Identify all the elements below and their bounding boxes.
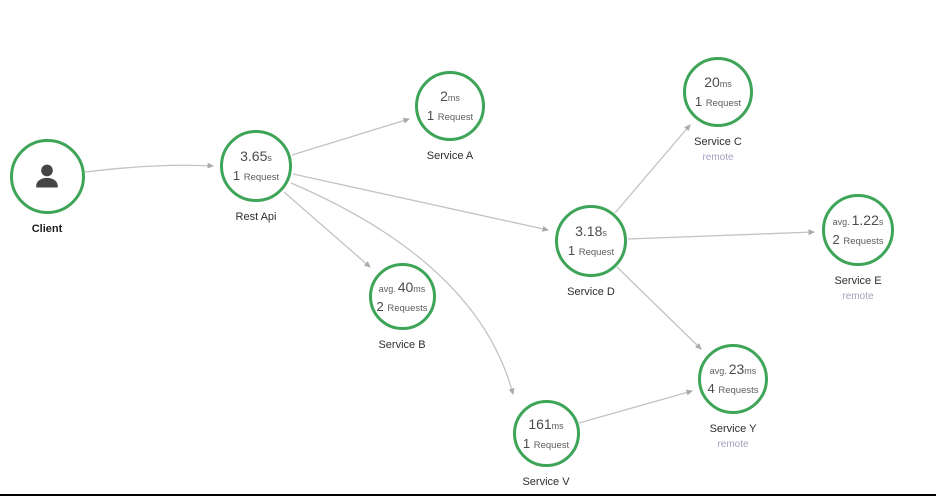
node-label: Service V: [522, 476, 570, 488]
node-requests: 1 Request: [522, 435, 570, 451]
node-circle[interactable]: 20ms 1 Request: [683, 57, 753, 127]
remote-badge: remote: [717, 439, 749, 450]
edge-service-v-service-y: [578, 389, 693, 424]
remote-badge: remote: [702, 152, 734, 163]
service-node-service-a[interactable]: 2ms 1 Request Service A: [390, 71, 510, 162]
edge-service-d-service-y: [616, 266, 702, 350]
node-duration: avg.1.22s: [832, 212, 884, 229]
edge-rest-api-service-a: [291, 117, 410, 156]
node-label: Service B: [378, 339, 426, 351]
node-circle[interactable]: 161ms 1 Request: [512, 400, 580, 467]
service-node-service-y[interactable]: avg.23ms 4 Requests Service Y remote: [673, 344, 793, 450]
edge-service-d-service-e: [627, 229, 815, 240]
node-duration: 2ms: [440, 88, 460, 105]
node-circle[interactable]: avg.1.22s 2 Requests: [822, 194, 894, 266]
node-label: Rest Api: [235, 211, 277, 223]
node-requests: 4 Requests: [707, 381, 759, 397]
node-circle[interactable]: 2ms 1 Request: [415, 71, 485, 141]
edge-rest-api-service-b: [283, 191, 371, 268]
service-node-service-c[interactable]: 20ms 1 Request Service C remote: [658, 57, 778, 163]
service-node-service-b[interactable]: avg.40ms 2 Requests Service B: [342, 263, 462, 351]
edge-rest-api-service-v: [290, 182, 515, 395]
node-circle[interactable]: [9, 139, 85, 214]
node-label: Service Y: [709, 423, 757, 435]
node-duration: 161ms: [528, 415, 564, 432]
service-node-client[interactable]: Client: [0, 139, 107, 235]
service-node-rest-api[interactable]: 3.65s 1 Request Rest Api: [196, 130, 316, 223]
node-label: Service E: [834, 275, 882, 287]
edge-service-d-service-c: [614, 124, 691, 214]
node-label: Service C: [694, 136, 742, 148]
bottom-divider: [0, 494, 936, 496]
service-node-service-e[interactable]: avg.1.22s 2 Requests Service E remote: [798, 194, 918, 302]
node-duration: avg.40ms: [378, 278, 426, 295]
node-circle[interactable]: 3.18s 1 Request: [555, 205, 627, 277]
node-duration: 20ms: [704, 74, 732, 91]
node-duration: avg.23ms: [709, 361, 757, 378]
node-circle[interactable]: 3.65s 1 Request: [220, 130, 292, 202]
edge-rest-api-service-d: [292, 173, 549, 232]
node-requests: 1 Request: [426, 108, 474, 124]
node-label: Service D: [567, 286, 615, 298]
node-label: Service A: [426, 150, 474, 162]
node-requests: 1 Request: [694, 94, 742, 110]
node-requests: 2 Requests: [376, 298, 428, 314]
node-requests: 1 Request: [567, 243, 615, 259]
service-node-service-d[interactable]: 3.18s 1 Request Service D: [531, 205, 651, 298]
edge-client-rest-api: [84, 162, 214, 173]
node-duration: 3.65s: [240, 148, 272, 165]
remote-badge: remote: [842, 291, 874, 302]
node-circle[interactable]: avg.40ms 2 Requests: [368, 263, 436, 330]
node-circle[interactable]: avg.23ms 4 Requests: [698, 344, 768, 414]
node-requests: 2 Requests: [832, 232, 884, 248]
service-node-service-v[interactable]: 161ms 1 Request Service V: [486, 400, 606, 488]
node-duration: 3.18s: [575, 223, 607, 240]
node-label: Client: [31, 223, 63, 235]
node-requests: 1 Request: [232, 168, 280, 184]
person-icon: [36, 164, 58, 187]
